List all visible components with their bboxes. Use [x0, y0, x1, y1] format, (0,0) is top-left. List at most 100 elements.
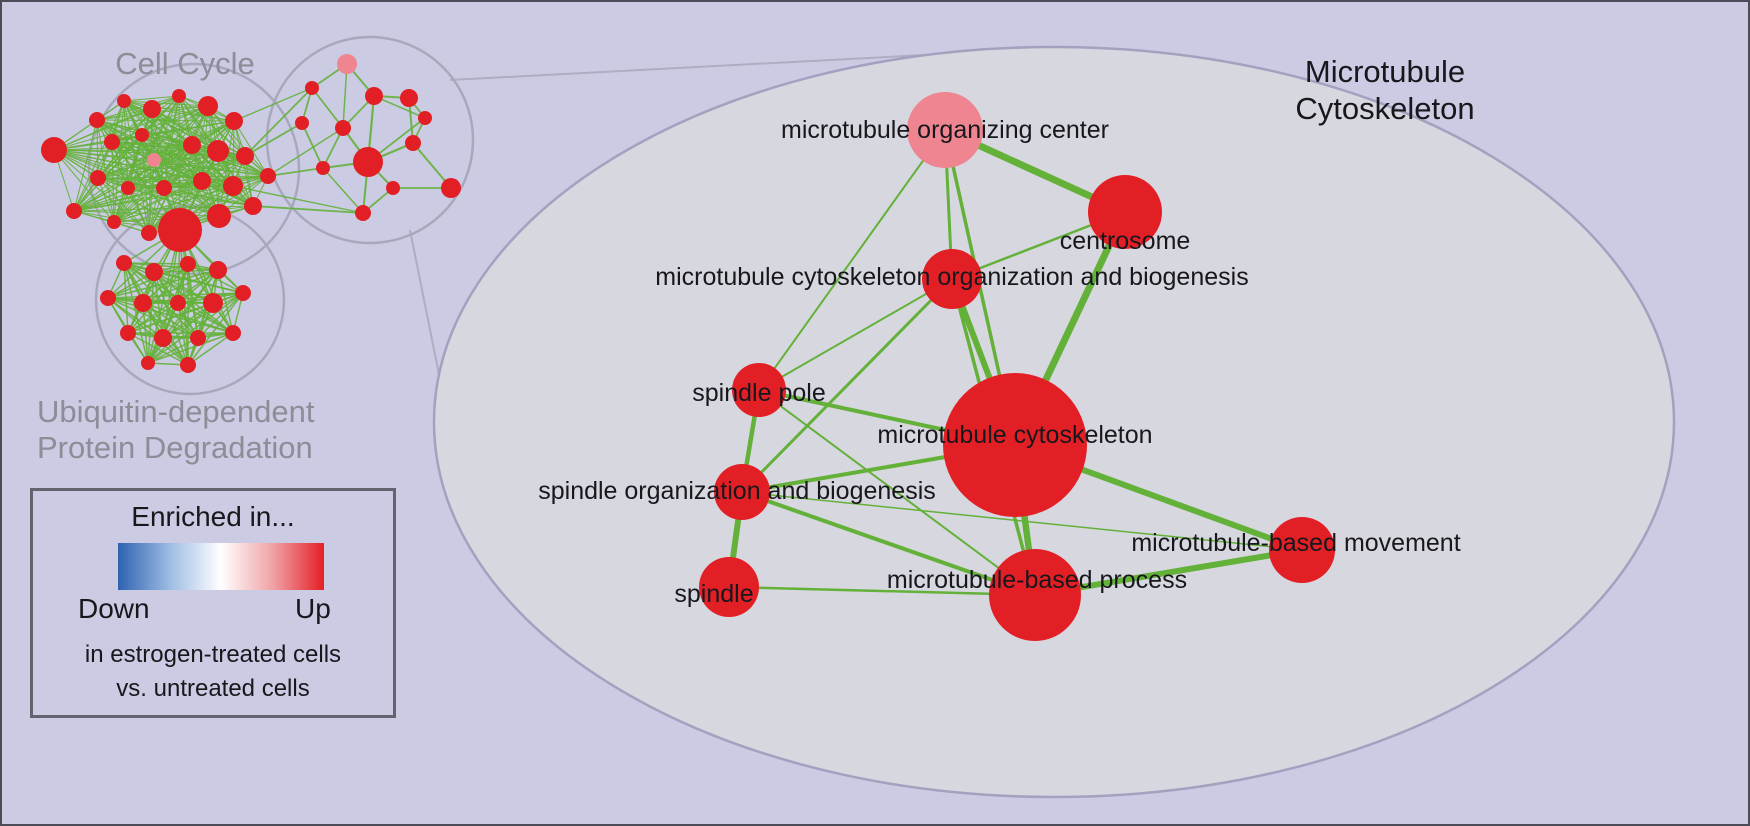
mini-node [355, 205, 371, 221]
mini-node [116, 255, 132, 271]
mini-edge [177, 302, 189, 366]
mini-edge [107, 269, 219, 299]
mini-edge [162, 302, 214, 339]
mini-node [141, 225, 157, 241]
mini-node [337, 54, 357, 74]
zoom-node-spindle_pole [732, 363, 786, 417]
mini-node [100, 290, 116, 306]
mini-network-edges [53, 63, 452, 366]
mini-node [305, 81, 319, 95]
mini-edge [142, 269, 219, 304]
mini-node [41, 137, 67, 163]
legend: Enriched in... Down Up in estrogen-treat… [30, 488, 396, 718]
mini-node [225, 112, 243, 130]
mini-node [141, 356, 155, 370]
mini-node [145, 263, 163, 281]
mini-node [143, 100, 161, 118]
mini-edge [373, 95, 426, 119]
mini-edge [141, 120, 235, 136]
mini-node [180, 357, 196, 373]
mini-network-nodes [41, 54, 461, 373]
mini-node [441, 178, 461, 198]
mini-edge [153, 271, 214, 304]
mini-edge [163, 187, 254, 207]
mini-node [400, 89, 418, 107]
mini-edge [123, 100, 209, 107]
zoom-node-label: microtubule cytoskeleton organization an… [655, 263, 1248, 291]
microtubule-cytoskeleton-title-line1: Microtubule [1305, 54, 1465, 89]
mini-edge [97, 175, 269, 179]
zoom-node-mcob [922, 249, 982, 309]
zoom-node-movement [1269, 517, 1335, 583]
mini-edge [233, 120, 269, 177]
mini-node [203, 293, 223, 313]
mini-edge [127, 155, 246, 189]
mini-node [147, 153, 161, 167]
mini-node [66, 203, 82, 219]
mini-edge [153, 95, 180, 161]
mini-edge [127, 302, 179, 334]
mini-node [89, 112, 105, 128]
zoom-node-label: spindle [674, 580, 753, 608]
mini-edge [113, 120, 235, 223]
ubiquitin-cluster-label-line1: Ubiquitin-dependent [37, 394, 315, 429]
zoom-node-spindle [699, 557, 759, 617]
cluster-circle [94, 204, 286, 396]
mini-node [244, 197, 262, 215]
zoom-network-labels: microtubule organizing centercentrosomem… [538, 116, 1460, 608]
legend-down-label: Down [78, 593, 150, 624]
mini-edge [153, 271, 244, 294]
mini-edge [111, 141, 193, 146]
ubiquitin-cluster-label-line2: Protein Degradation [37, 430, 313, 465]
mini-node [117, 94, 131, 108]
mini-node [120, 325, 136, 341]
mini-node [156, 180, 172, 196]
mini-edge [141, 134, 220, 217]
mini-edge [127, 292, 244, 334]
mini-edge [187, 292, 244, 366]
mini-edge [232, 185, 364, 214]
legend-caption-line2: vs. untreated cells [116, 675, 310, 702]
mini-node [386, 181, 400, 195]
legend-inner: Enriched in... Down Up in estrogen-treat… [33, 491, 393, 715]
mini-node [193, 172, 211, 190]
zoom-edge [758, 389, 1036, 596]
mini-edge [113, 180, 203, 223]
mini-edge [127, 187, 254, 207]
mini-edge [111, 95, 180, 143]
mini-node [207, 140, 229, 162]
mini-edge [153, 159, 269, 177]
zoom-edge [727, 585, 1037, 597]
zoom-edge [758, 278, 953, 391]
mini-edge [97, 144, 193, 179]
zoom-node-moc [907, 92, 983, 168]
mini-edge [113, 187, 165, 223]
mini-edge [311, 87, 344, 129]
mini-node [223, 176, 243, 196]
legend-up-label: Up [295, 593, 331, 624]
mini-node [121, 181, 135, 195]
mini-edge [177, 302, 234, 334]
mini-edge [107, 263, 189, 299]
mini-edge [123, 100, 193, 146]
zoom-node-label: microtubule-based process [887, 566, 1187, 594]
zoom-edge [758, 129, 946, 391]
mini-edge [127, 332, 189, 366]
cluster-circle [265, 35, 475, 245]
legend-caption-line1: in estrogen-treated cells [84, 641, 342, 668]
mini-edge [73, 134, 143, 212]
mini-edge [252, 205, 364, 214]
mini-node [170, 295, 186, 311]
mini-edge [322, 167, 364, 214]
zoom-node-label: microtubule organizing center [781, 116, 1109, 144]
mini-edge [244, 87, 313, 157]
mini-edge [197, 292, 244, 339]
mini-edge [217, 269, 234, 334]
mini-edge [97, 177, 150, 234]
zoom-cone-line [449, 50, 1002, 81]
mini-node [154, 329, 172, 347]
mini-edge [142, 292, 244, 304]
zoom-node-label: microtubule cytoskeleton [877, 421, 1152, 449]
